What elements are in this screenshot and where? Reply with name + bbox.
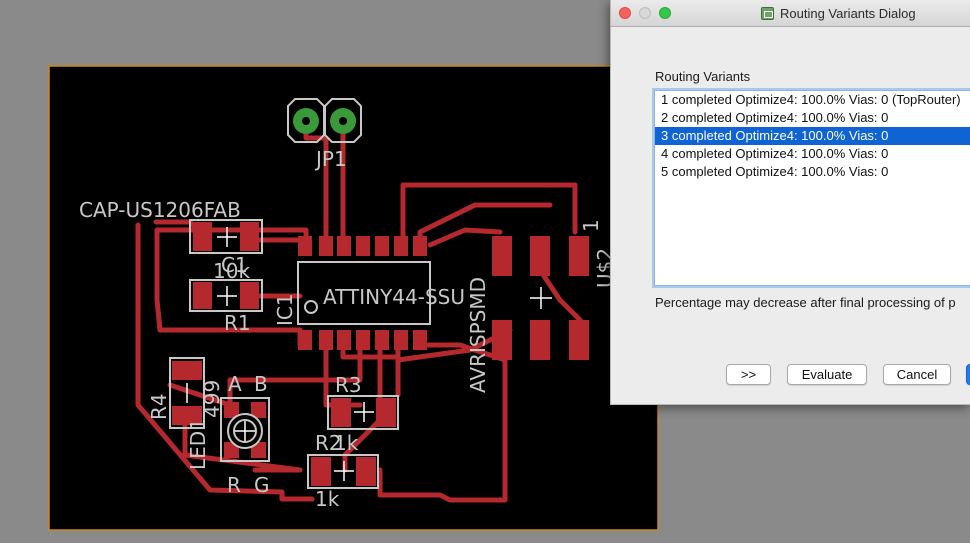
resistor-r2[interactable] — [307, 454, 379, 489]
resistor-r1[interactable] — [189, 279, 263, 312]
led-g-label: G — [254, 473, 270, 497]
led-a-label: A — [228, 372, 242, 396]
c1-label: C1 — [221, 253, 248, 277]
close-window-button[interactable] — [619, 7, 631, 19]
capacitor-c1[interactable] — [189, 219, 263, 254]
trace-ic-r3 — [340, 342, 401, 398]
cap-part-label: CAP-US1206FAB — [79, 198, 241, 222]
dialog-title-group: Routing Variants Dialog — [761, 5, 916, 21]
led-r-label: R — [227, 473, 241, 497]
routing-variants-label: Routing Variants — [655, 69, 751, 84]
avrisp-pin1-label: 1 — [579, 219, 603, 232]
evaluate-button[interactable]: Evaluate — [787, 364, 867, 385]
trace-avr-mid — [395, 327, 513, 363]
trace-led — [227, 342, 363, 408]
r2-value-label: 1k — [315, 487, 340, 511]
variant-row-3-selected[interactable]: 3 completed Optimize4: 100.0% Vias: 0 — [655, 127, 970, 145]
zoom-window-button[interactable] — [659, 7, 671, 19]
trace-avr-low — [417, 342, 508, 363]
led1-rgb[interactable] — [220, 397, 270, 462]
jp1-label: JP1 — [314, 147, 347, 171]
resistor-r4[interactable] — [169, 357, 205, 429]
ic1-label: IC1 — [273, 293, 297, 326]
variant-row-5[interactable]: 5 completed Optimize4: 100.0% Vias: 0 — [661, 164, 889, 179]
avrisp-header[interactable] — [492, 236, 589, 360]
trace-avr-top2 — [427, 227, 503, 248]
trace-cap-left — [154, 227, 309, 333]
r3-value-label: 1k — [334, 431, 359, 455]
percentage-note: Percentage may decrease after final proc… — [655, 295, 956, 310]
dialog-titlebar[interactable]: Routing Variants Dialog — [611, 0, 970, 27]
minimize-window-button[interactable] — [639, 7, 651, 19]
attiny-label: ATTINY44-SSU — [323, 285, 465, 309]
r4-label: R4 — [147, 393, 171, 420]
r3-label: R3 — [335, 373, 362, 397]
cancel-button[interactable]: Cancel — [883, 364, 951, 385]
trace-avr-diag — [537, 267, 583, 323]
trace-outer-loop — [135, 222, 315, 502]
more-options-button[interactable]: >> — [726, 364, 771, 385]
routing-variants-list[interactable]: 1 completed Optimize4: 100.0% Vias: 0 (T… — [654, 90, 970, 286]
led1-label: LED1 — [186, 418, 210, 470]
variant-row-2[interactable]: 2 completed Optimize4: 100.0% Vias: 0 — [661, 110, 889, 125]
variant-row-1[interactable]: 1 completed Optimize4: 100.0% Vias: 0 (T… — [661, 92, 961, 107]
trace-r2 — [342, 342, 383, 473]
trace-top-right — [400, 182, 578, 248]
r1-label: R1 — [224, 311, 251, 335]
ic1-attiny44[interactable] — [297, 236, 431, 350]
dialog-title: Routing Variants Dialog — [780, 5, 916, 21]
led-b-label: B — [254, 372, 268, 396]
r2-label: R2 — [315, 431, 342, 455]
avrisp-label: AVRISPSMD — [466, 277, 490, 393]
trace-bottom-right — [377, 357, 508, 503]
variant-row-4[interactable]: 4 completed Optimize4: 100.0% Vias: 0 — [661, 146, 889, 161]
resistor-r3[interactable] — [327, 395, 399, 430]
ok-button[interactable] — [966, 364, 970, 385]
routing-variants-dialog: Routing Variants Dialog Routing Variants… — [610, 0, 970, 405]
eagle-app-icon — [761, 6, 774, 20]
jp1-header[interactable] — [287, 98, 362, 143]
